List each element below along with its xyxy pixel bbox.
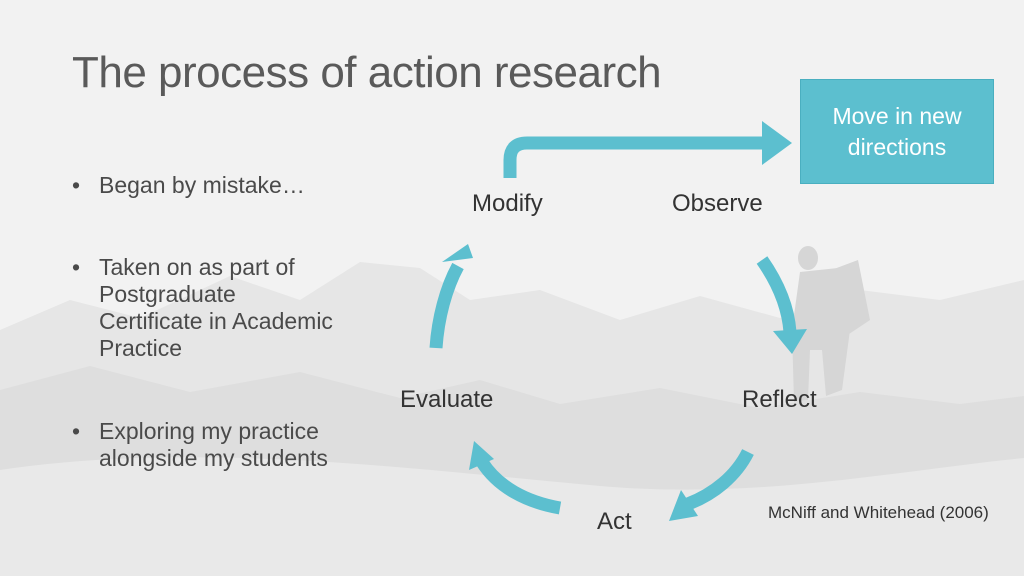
- arrow-modify-to-new-directions: [503, 136, 762, 178]
- arrow-observe-to-reflect: [756, 256, 797, 333]
- arrow-reflect-to-act: [685, 448, 754, 511]
- new-directions-box: Move in new directions: [800, 79, 994, 184]
- slide-title: The process of action research: [72, 48, 662, 97]
- arrowhead: [773, 329, 807, 354]
- bullet-line: Postgraduate: [99, 281, 236, 307]
- bullet-line: alongside my students: [99, 445, 328, 471]
- node-evaluate: Evaluate: [400, 386, 494, 413]
- bullet-line: Exploring my practice: [99, 418, 319, 444]
- bullet-item: Taken on as part of Postgraduate Certifi…: [72, 254, 333, 362]
- node-modify: Modify: [472, 190, 543, 217]
- bullet-line: Practice: [99, 335, 183, 361]
- arrow-evaluate-to-modify: [429, 262, 464, 349]
- bullet-line: Began by mistake…: [99, 172, 305, 198]
- arrow-act-to-evaluate: [476, 458, 562, 515]
- citation: McNiff and Whitehead (2006): [768, 503, 989, 522]
- bullet-line: Taken on as part of: [99, 254, 295, 280]
- arrowhead: [669, 490, 698, 521]
- bullet-item: Began by mistake…: [72, 172, 305, 199]
- arrowhead: [442, 244, 473, 262]
- bullet-line: Certificate in Academic: [99, 308, 333, 334]
- arrowhead: [762, 121, 792, 165]
- front-slope: [0, 457, 1024, 576]
- bullet-item: Exploring my practice alongside my stude…: [72, 418, 328, 472]
- new-directions-label: Move in new directions: [832, 102, 962, 160]
- node-observe: Observe: [672, 190, 763, 217]
- node-act: Act: [597, 508, 632, 535]
- arrowhead: [469, 441, 494, 470]
- node-reflect: Reflect: [742, 386, 817, 413]
- hiker-silhouette: [792, 246, 870, 402]
